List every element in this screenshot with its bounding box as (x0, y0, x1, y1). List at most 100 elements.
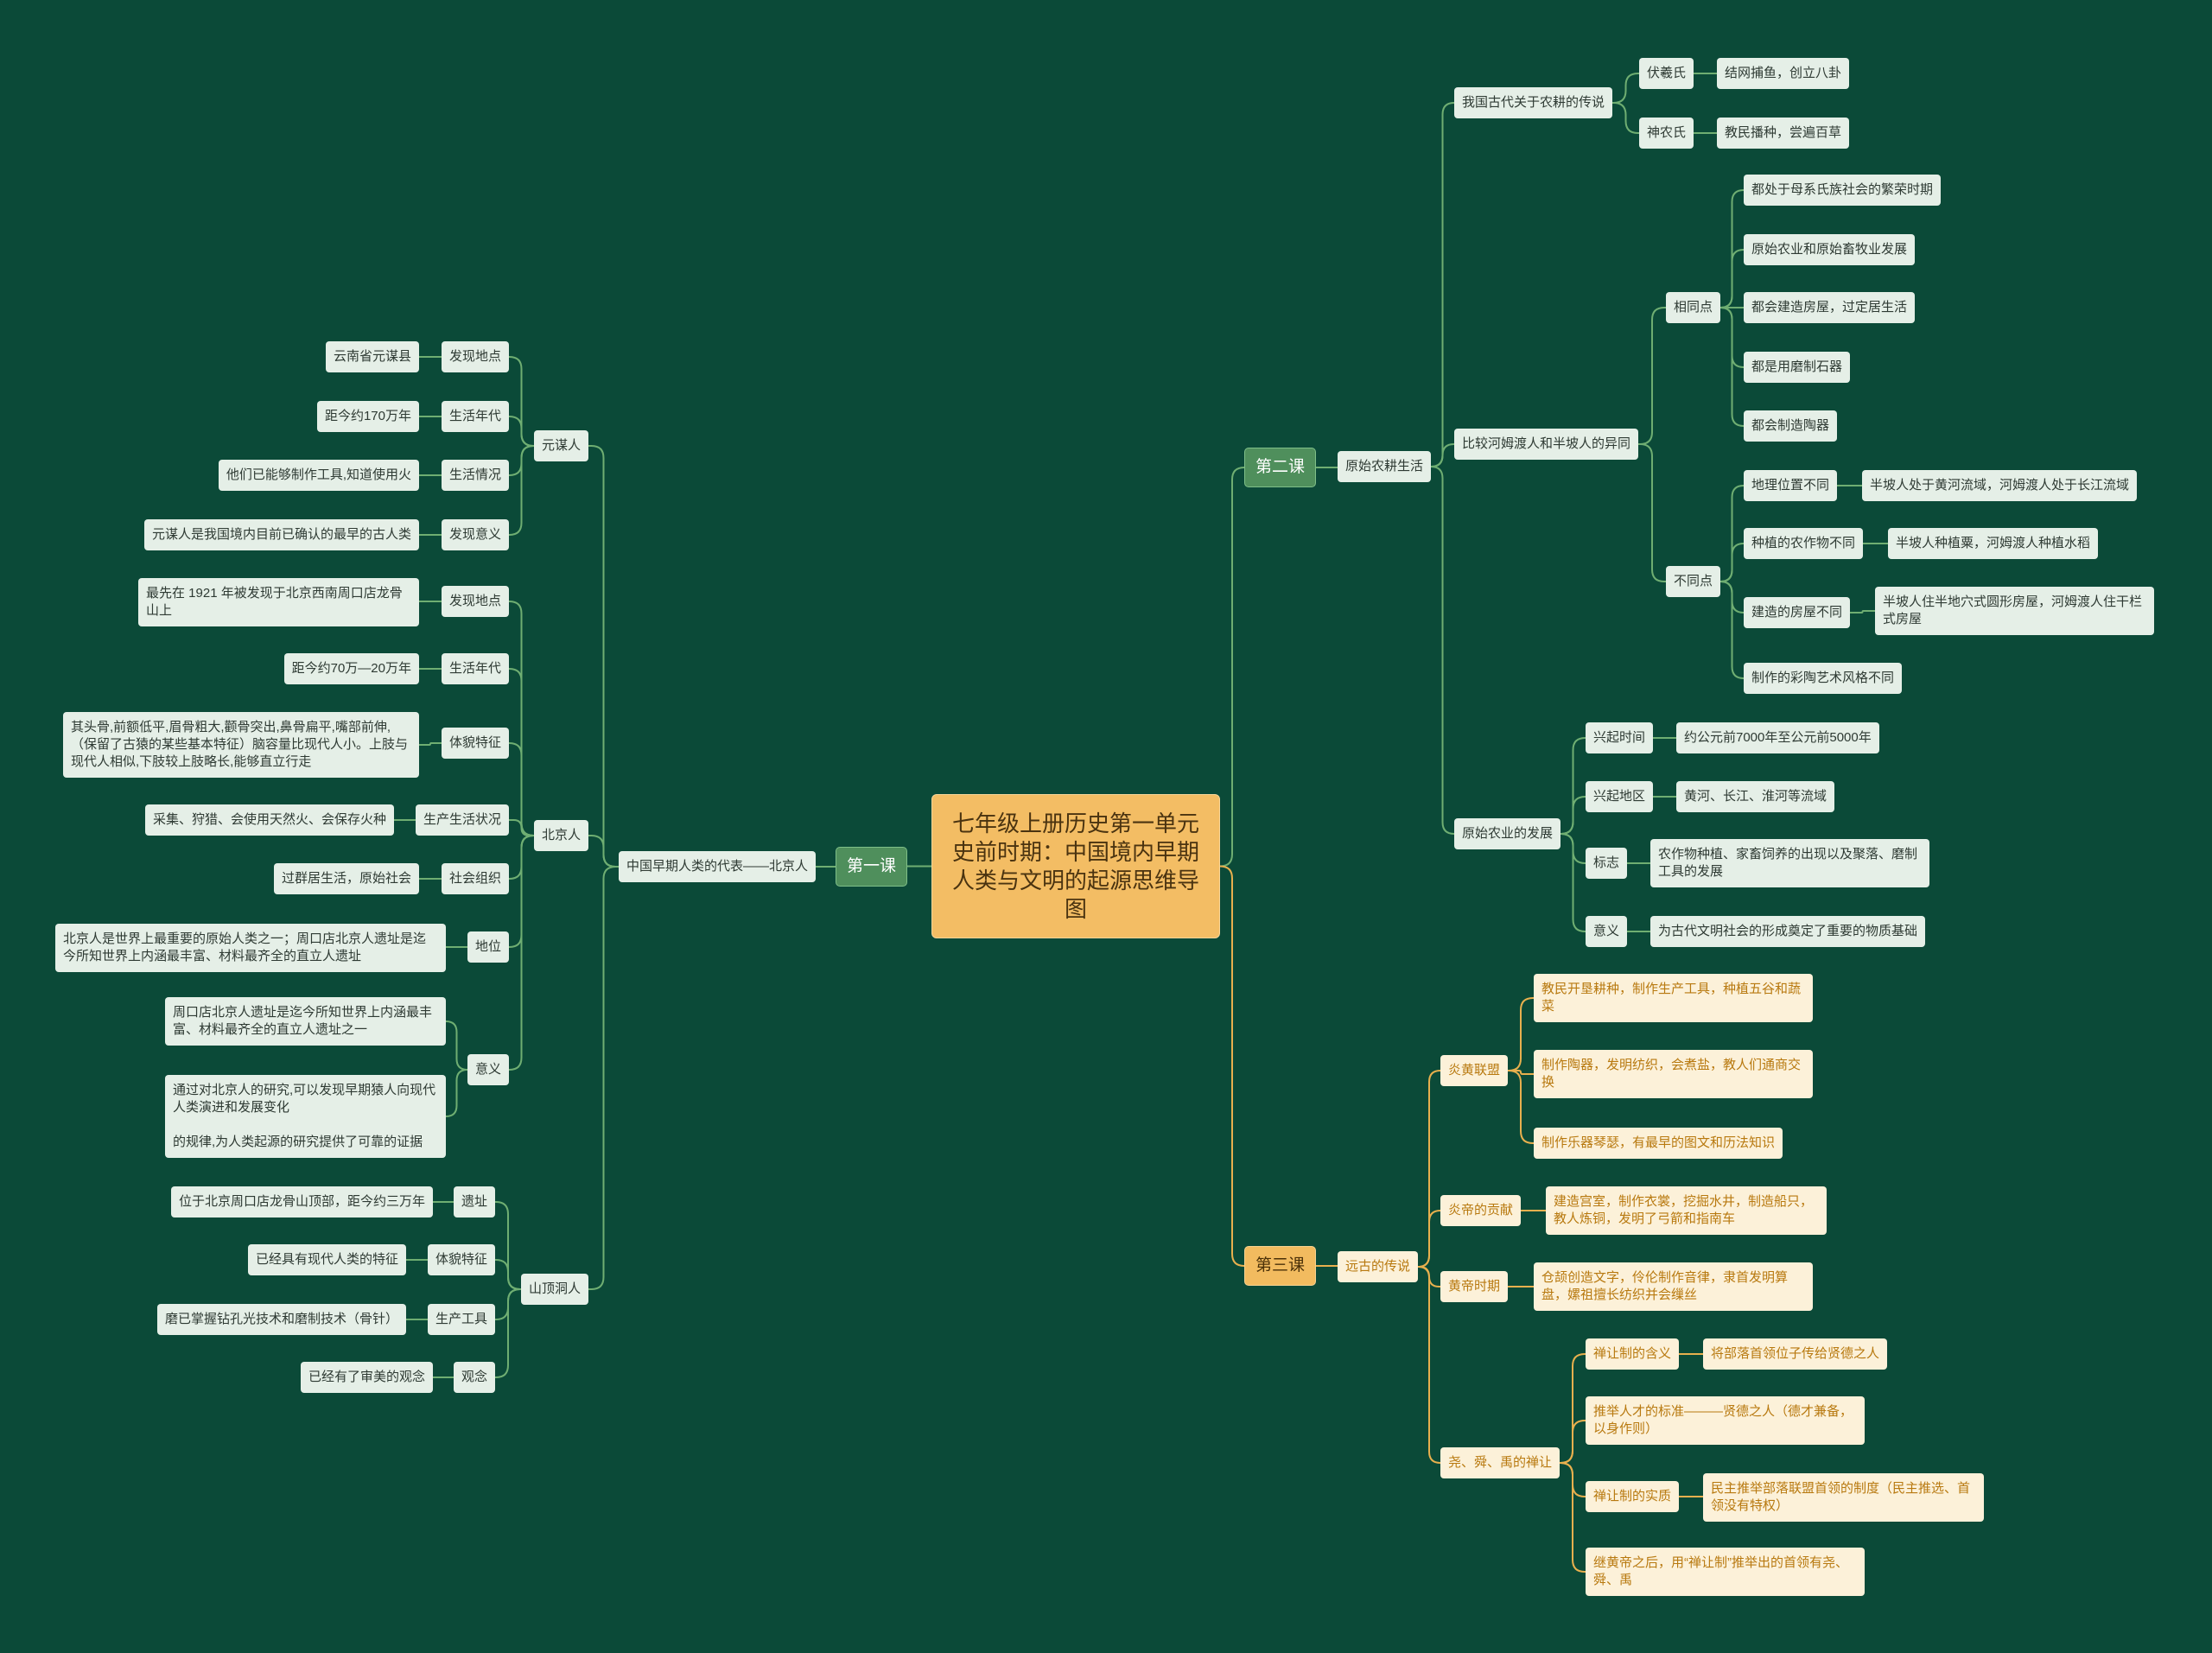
connector-line (1612, 73, 1639, 104)
connector-line (588, 866, 619, 1290)
connector-line (588, 835, 619, 868)
abdication-item-label: 继黄帝之后，用“禅让制”推举出的首领有尧、舜、禹 (1586, 1548, 1865, 1596)
yandi-contribution-value: 建造宫室，制作衣裳，挖掘水井，制造船只，教人炼铜，发明了弓箭和指南车 (1546, 1186, 1827, 1235)
upper-cave-item-label: 观念 (453, 1362, 495, 1393)
connector-line (1417, 1266, 1441, 1464)
connector-line (509, 835, 534, 1071)
agriculture-item-label: 意义 (1586, 916, 1628, 947)
lesson-2-topic: 原始农耕生活 (1338, 451, 1432, 482)
abdication-item-label: 推举人才的标准———贤德之人（德才兼备，以身作则） (1586, 1396, 1865, 1445)
abdication-item-label: 禅让制的含义 (1586, 1338, 1680, 1370)
similarity-item: 都是用磨制石器 (1744, 352, 1851, 383)
beijing-significance-value: 周口店北京人遗址是迄今所知世界上内涵最丰富、材料最齐全的直立人遗址之一 (165, 997, 446, 1046)
yuanmou-item-value: 他们已能够制作工具,知道使用火 (218, 460, 419, 491)
upper-cave-man-node: 山顶洞人 (520, 1274, 588, 1305)
upper-cave-item-label: 体貌特征 (427, 1244, 495, 1275)
yuanmou-item-value: 云南省元谋县 (325, 341, 419, 372)
yuanmou-item-label: 发现地点 (441, 341, 509, 372)
connector-line (1219, 865, 1245, 1267)
connector-line (509, 742, 534, 836)
connector-line (1508, 997, 1534, 1071)
beijing-item-value: 过群居生活，原始社会 (273, 863, 419, 894)
connector-line (1719, 307, 1745, 427)
legend-figure-value: 教民播种，尝遍百草 (1717, 118, 1850, 149)
similarity-item: 都处于母系氏族社会的繁荣时期 (1744, 175, 1942, 206)
connector-line (1850, 610, 1875, 614)
beijing-item-label: 地位 (467, 931, 509, 963)
upper-cave-item-value: 已经有了审美的观念 (300, 1362, 433, 1393)
beijing-item-value: 采集、狩猎、会使用天然火、会保存火种 (144, 804, 394, 836)
difference-label: 地理位置不同 (1744, 470, 1838, 501)
connector-line (1560, 1462, 1586, 1573)
connector-line (509, 416, 534, 447)
agriculture-item-label: 兴起地区 (1586, 781, 1654, 812)
beijing-significance-value: 通过对北京人的研究,可以发现早期猿人向现代人类演进和发展变化 的规律,为人类起源… (165, 1075, 446, 1158)
beijing-item-value: 其头骨,前额低平,眉骨粗大,颧骨突出,鼻骨扁平,嘴部前伸,（保留了古猿的某些基本… (63, 712, 419, 778)
connector-line (1560, 833, 1586, 932)
connector-line (509, 445, 534, 536)
upper-cave-item-value: 磨已掌握钻孔光技术和磨制技术（骨针） (156, 1304, 406, 1335)
abdication-item-label: 禅让制的实质 (1586, 1481, 1680, 1512)
difference-label: 制作的彩陶艺术风格不同 (1744, 663, 1903, 694)
yuanmou-item-label: 发现意义 (441, 519, 509, 550)
huangdi-period-value: 仓颉创造文字，伶伦制作音律，隶首发明算盘，嫘祖擅长纺织并会缫丝 (1534, 1262, 1813, 1311)
difference-value: 半坡人处于黄河流域，河姆渡人处于长江流域 (1862, 470, 2138, 501)
lesson-1-topic: 中国早期人类的代表——北京人 (618, 851, 816, 882)
beijing-man-node: 北京人 (533, 820, 588, 851)
connector-line (1508, 1070, 1534, 1144)
connector-line (445, 1020, 468, 1071)
agriculture-item-label: 标志 (1586, 848, 1628, 879)
difference-value: 半坡人种植粟，河姆渡人种植水稻 (1888, 528, 2099, 559)
beijing-significance-label: 意义 (467, 1054, 509, 1085)
upper-cave-item-label: 生产工具 (427, 1304, 495, 1335)
lesson-3-node: 第三课 (1244, 1246, 1317, 1286)
lesson-2-node: 第二课 (1244, 448, 1317, 487)
difference-value: 半坡人住半地穴式圆形房屋，河姆渡人住干栏式房屋 (1875, 587, 2154, 635)
beijing-item-value: 最先在 1921 年被发现于北京西南周口店龙骨山上 (138, 578, 419, 626)
connector-line (1638, 443, 1666, 582)
beijing-item-label: 社会组织 (441, 863, 509, 894)
connector-line (1430, 102, 1455, 467)
alliance-item: 制作陶器，发明纺织，会煮盐，教人们通商交换 (1534, 1050, 1813, 1098)
beijing-item-value: 距今约70万—20万年 (283, 653, 419, 684)
legend-figure-value: 结网捕鱼，创立八卦 (1717, 58, 1850, 89)
difference-label: 种植的农作物不同 (1744, 528, 1864, 559)
connector-line (1417, 1210, 1441, 1268)
lesson-1-node: 第一课 (835, 847, 907, 887)
connector-line (495, 1288, 521, 1378)
connector-line (1719, 543, 1745, 582)
differences-node: 不同点 (1666, 566, 1721, 597)
compare-node: 比较河姆渡人和半坡人的异同 (1454, 429, 1639, 460)
connector-line (1638, 307, 1666, 445)
abdication-item-value: 将部落首领位子传给贤德之人 (1703, 1338, 1888, 1370)
connector-line (445, 1069, 468, 1117)
connector-line (1719, 581, 1745, 679)
upper-cave-item-value: 位于北京周口店龙骨山顶部，距今约三万年 (170, 1186, 433, 1217)
yuanmou-item-value: 元谋人是我国境内目前已确认的最早的古人类 (143, 519, 419, 550)
huangdi-period-node: 黄帝时期 (1440, 1271, 1509, 1302)
agriculture-item-value: 约公元前7000年至公元前5000年 (1676, 722, 1879, 753)
abdication-node: 尧、舜、禹的禅让 (1440, 1447, 1560, 1478)
agriculture-item-value: 为古代文明社会的形成奠定了重要的物质基础 (1650, 916, 1926, 947)
agriculture-item-label: 兴起时间 (1586, 722, 1654, 753)
connector-line (1508, 1070, 1534, 1075)
agriculture-development-node: 原始农业的发展 (1454, 818, 1561, 849)
yuanmou-item-label: 生活年代 (441, 401, 509, 432)
yuanmou-item-value: 距今约170万年 (316, 401, 419, 432)
connector-line (588, 445, 619, 868)
beijing-item-label: 生活年代 (441, 653, 509, 684)
connector-line (1560, 1420, 1586, 1464)
connector-line (1719, 249, 1745, 308)
yuanmou-item-label: 生活情况 (441, 460, 509, 491)
similarity-item: 原始农业和原始畜牧业发展 (1744, 234, 1916, 265)
connector-line (1219, 467, 1245, 868)
upper-cave-item-value: 已经具有现代人类的特征 (247, 1244, 406, 1275)
legend-figure-label: 伏羲氏 (1639, 58, 1694, 89)
upper-cave-item-label: 遗址 (453, 1186, 495, 1217)
beijing-item-label: 体貌特征 (441, 728, 509, 759)
similarity-item: 都会建造房屋，过定居生活 (1744, 292, 1916, 323)
farming-legend-node: 我国古代关于农耕的传说 (1454, 87, 1613, 118)
connector-line (495, 1259, 521, 1290)
